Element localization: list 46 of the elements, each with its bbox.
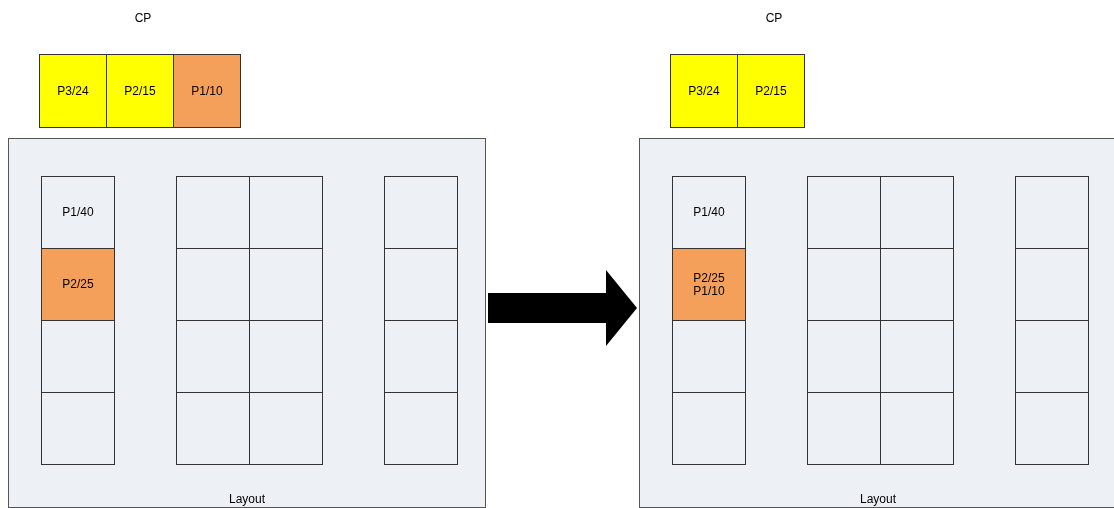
cell-label: P3/24 — [688, 84, 720, 98]
layout-panel — [8, 138, 486, 508]
grid-cell — [41, 392, 115, 465]
grid-cell — [807, 176, 881, 249]
queue-box — [39, 54, 107, 128]
grid-cell — [1015, 320, 1089, 393]
grid-cell — [384, 248, 458, 321]
cell-label: P1/10 — [191, 84, 223, 98]
panel-title: Layout — [228, 493, 266, 506]
grid-cell — [1015, 248, 1089, 321]
panel-title: Layout — [859, 493, 897, 506]
queue-box — [106, 54, 174, 128]
queue-title: CP — [133, 11, 153, 25]
grid-cell — [384, 392, 458, 465]
cell-label: P1/40 — [693, 206, 725, 219]
cell-label: P2/25 — [693, 271, 725, 285]
grid-cell — [249, 392, 323, 465]
grid-cell — [384, 320, 458, 393]
grid-cell — [41, 320, 115, 393]
queue-box — [173, 54, 241, 128]
grid-cell — [880, 392, 954, 465]
arrow — [488, 270, 637, 346]
grid-cell — [249, 176, 323, 249]
cell-label: P2/15 — [124, 84, 156, 98]
cell-label: P1/40 — [62, 206, 94, 219]
cell-label: P2/25 — [62, 278, 94, 291]
queue-box — [737, 54, 805, 128]
grid-cell — [41, 248, 115, 321]
cell-label: P1/10 — [693, 284, 725, 298]
grid-cell — [672, 176, 746, 249]
cell-label: P3/24 — [57, 84, 89, 98]
grid-cell — [41, 176, 115, 249]
grid-cell — [384, 176, 458, 249]
grid-cell — [176, 176, 250, 249]
queue-title: CP — [764, 11, 784, 25]
layout-panel — [639, 138, 1114, 508]
grid-cell — [672, 248, 746, 321]
grid-cell — [176, 392, 250, 465]
queue-box — [670, 54, 738, 128]
cell-label: P2/15 — [755, 84, 787, 98]
grid-cell — [880, 176, 954, 249]
grid-cell — [1015, 392, 1089, 465]
grid-cell — [1015, 176, 1089, 249]
grid-cell — [672, 320, 746, 393]
grid-cell — [672, 392, 746, 465]
grid-cell — [807, 392, 881, 465]
